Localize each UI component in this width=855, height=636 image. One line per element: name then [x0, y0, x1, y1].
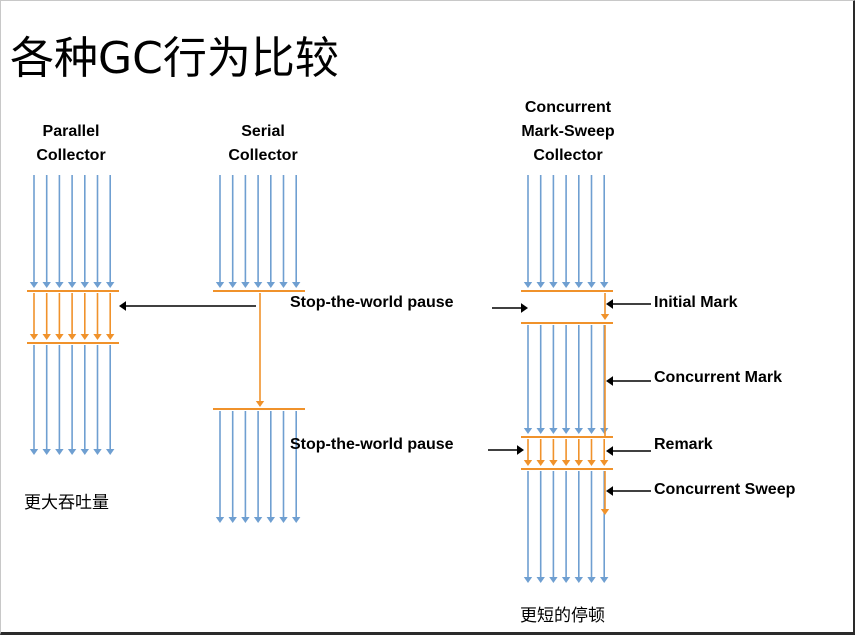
remark-pointer-head — [606, 446, 613, 456]
concurrent-mark-pointer-head — [606, 376, 613, 386]
cms-concurrent-sweep-arrow-head — [600, 509, 610, 515]
parallel-gc-arrow-3-head — [67, 334, 77, 340]
cms-app-arrow-top-2-head — [549, 282, 558, 288]
parallel-app-arrow-bottom-2-head — [55, 449, 64, 455]
cms-collector-heading: Concurrent Mark-Sweep Collector — [503, 96, 633, 168]
parallel-heading-line-1: Parallel — [42, 123, 100, 140]
concurrent-sweep-pointer-head — [606, 486, 613, 496]
parallel-gc-arrow-1-head — [42, 334, 51, 340]
serial-app-arrow-bottom-6-head — [292, 517, 301, 523]
serial-heading-line-2: Collector — [228, 147, 298, 164]
cms-app-arrow-mid-5-head — [587, 428, 596, 434]
parallel-caption: 更大吞吐量 — [24, 493, 109, 513]
parallel-gc-arrow-4-head — [80, 334, 89, 340]
application-thread-arrows — [29, 175, 609, 583]
parallel-app-arrow-top-0-head — [29, 282, 39, 288]
parallel-app-arrow-bottom-1-head — [42, 449, 51, 455]
serial-app-arrow-top-4-head — [266, 282, 275, 288]
concurrent-sweep-label: Concurrent Sweep — [654, 481, 796, 498]
cms-app-arrow-mid-0-head — [523, 428, 533, 434]
gc-thread-arrows — [27, 290, 613, 515]
cms-app-arrow-bottom-1-head — [536, 577, 545, 583]
parallel-app-arrow-bottom-0-head — [29, 449, 39, 455]
label-pointer-arrows — [119, 299, 651, 496]
serial-app-arrow-bottom-1-head — [228, 517, 237, 523]
cms-app-arrow-mid-4-head — [574, 428, 583, 434]
cms-remark-gc-arrow-1-head — [536, 460, 545, 466]
parallel-app-arrow-top-5-head — [93, 282, 102, 288]
serial-app-arrow-bottom-4-head — [266, 517, 275, 523]
parallel-gc-arrow-0-head — [29, 334, 39, 340]
cms-app-arrow-top-5-head — [587, 282, 596, 288]
cms-remark-gc-arrow-5-head — [587, 460, 596, 466]
slide-title: 各种GC行为比较 — [10, 33, 339, 84]
parallel-app-arrow-bottom-5-head — [93, 449, 102, 455]
stw-pause-pointer-1-head — [119, 301, 126, 311]
cms-app-arrow-top-4-head — [574, 282, 583, 288]
serial-gc-arrow-head — [255, 401, 265, 407]
serial-app-arrow-bottom-2-head — [241, 517, 250, 523]
cms-app-arrow-bottom-6-head — [600, 577, 609, 583]
cms-remark-gc-arrow-4-head — [574, 460, 583, 466]
serial-app-arrow-top-0-head — [215, 282, 225, 288]
cms-app-arrow-top-3-head — [561, 282, 571, 288]
parallel-gc-arrow-2-head — [55, 334, 64, 340]
parallel-gc-arrow-5-head — [93, 334, 102, 340]
stw-pause-pointer-1b-head — [521, 303, 528, 313]
cms-app-arrow-mid-3-head — [561, 428, 571, 434]
cms-app-arrow-bottom-4-head — [574, 577, 583, 583]
cms-caption: 更短的停顿 — [520, 606, 605, 626]
cms-app-arrow-bottom-2-head — [549, 577, 558, 583]
serial-app-arrow-top-1-head — [228, 282, 237, 288]
cms-initial-mark-arrow-head — [600, 314, 610, 320]
serial-app-arrow-bottom-0-head — [215, 517, 225, 523]
parallel-app-arrow-top-2-head — [55, 282, 64, 288]
parallel-app-arrow-top-1-head — [42, 282, 51, 288]
parallel-heading-line-2: Collector — [36, 147, 106, 164]
serial-app-arrow-top-3-head — [253, 282, 263, 288]
stw-pause-label-2: Stop-the-world pause — [290, 436, 454, 453]
serial-app-arrow-bottom-3-head — [253, 517, 263, 523]
cms-app-arrow-top-0-head — [523, 282, 533, 288]
parallel-collector-heading: Parallel Collector — [24, 120, 118, 168]
cms-remark-gc-arrow-6-head — [600, 460, 609, 466]
initial-mark-pointer-head — [606, 299, 613, 309]
stw-pause-label-1: Stop-the-world pause — [290, 294, 454, 311]
cms-app-arrow-mid-2-head — [549, 428, 558, 434]
cms-heading-line-2: Mark-Sweep — [521, 123, 615, 140]
serial-heading-line-1: Serial — [241, 123, 285, 140]
cms-remark-gc-arrow-3-head — [561, 460, 571, 466]
remark-label: Remark — [654, 436, 713, 453]
cms-remark-gc-arrow-2-head — [549, 460, 558, 466]
cms-app-arrow-top-6-head — [600, 282, 609, 288]
cms-app-arrow-bottom-3-head — [561, 577, 571, 583]
stw-pause-pointer-2-head — [517, 445, 524, 455]
serial-app-arrow-top-2-head — [241, 282, 250, 288]
cms-remark-gc-arrow-0-head — [523, 460, 533, 466]
parallel-app-arrow-bottom-3-head — [67, 449, 77, 455]
serial-app-arrow-top-6-head — [292, 282, 301, 288]
concurrent-mark-label: Concurrent Mark — [654, 369, 783, 386]
serial-app-arrow-bottom-5-head — [279, 517, 288, 523]
cms-app-arrow-mid-1-head — [536, 428, 545, 434]
cms-app-arrow-bottom-5-head — [587, 577, 596, 583]
cms-heading-line-1: Concurrent — [524, 99, 612, 116]
parallel-app-arrow-top-6-head — [106, 282, 115, 288]
parallel-gc-arrow-6-head — [106, 334, 115, 340]
parallel-app-arrow-bottom-4-head — [80, 449, 89, 455]
serial-collector-heading: Serial Collector — [216, 120, 310, 168]
parallel-app-arrow-bottom-6-head — [106, 449, 115, 455]
serial-app-arrow-top-5-head — [279, 282, 288, 288]
initial-mark-label: Initial Mark — [654, 294, 738, 311]
parallel-app-arrow-top-3-head — [67, 282, 77, 288]
cms-heading-line-3: Collector — [533, 147, 603, 164]
parallel-app-arrow-top-4-head — [80, 282, 89, 288]
cms-app-arrow-bottom-0-head — [523, 577, 533, 583]
cms-app-arrow-top-1-head — [536, 282, 545, 288]
